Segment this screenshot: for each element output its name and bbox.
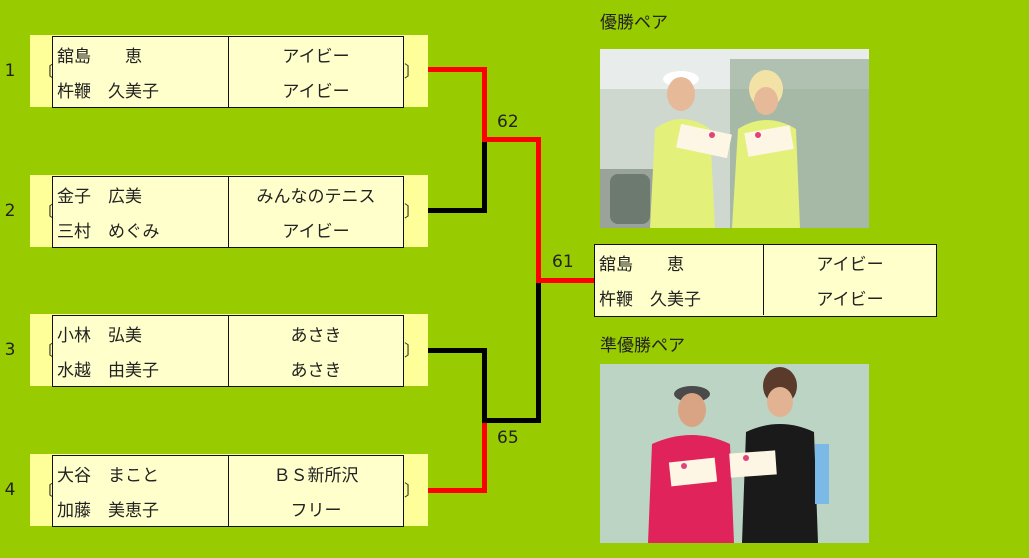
entry-box-1: 舘島 恵 アイビー 杵鞭 久美子 アイビー <box>52 36 404 108</box>
club-name: アイビー <box>282 47 350 67</box>
bracket-line-2-horizontal <box>428 208 487 213</box>
close-bracket-2: 〕 <box>404 202 421 221</box>
seed-number-3: 3 <box>4 340 16 360</box>
seed-number-2: 2 <box>4 201 16 221</box>
entry-box-2: 金子 広美 みんなのテニス 三村 めぐみ アイビー <box>52 176 404 248</box>
final-line-top-horizontal <box>482 137 541 142</box>
bracket-line-3-vertical <box>482 348 487 421</box>
semifinal-1-score: 62 <box>497 112 519 132</box>
champion-photo <box>600 49 869 228</box>
winner-box: 舘島 恵 アイビー 杵鞭 久美子 アイビー <box>594 244 937 317</box>
club-name: フリー <box>290 501 342 521</box>
open-bracket-1: 〔 <box>38 62 55 81</box>
bracket-line-2-vertical <box>482 140 487 213</box>
club-name: みんなのテニス <box>256 187 376 207</box>
semifinal-2-score: 65 <box>497 428 519 448</box>
final-line-to-winner <box>536 278 596 283</box>
close-bracket-3: 〕 <box>404 341 421 360</box>
seed-number-4: 4 <box>4 480 16 500</box>
close-bracket-1: 〕 <box>404 62 421 81</box>
bracket-line-1-horizontal <box>428 67 487 72</box>
player-name: 舘島 恵 <box>53 37 229 72</box>
final-line-top-vertical <box>536 137 541 283</box>
final-line-bottom-horizontal <box>482 418 541 423</box>
entry-box-3: 小林 弘美 あさき 水越 由美子 あさき <box>52 315 404 387</box>
club-name: ＢＳ新所沢 <box>273 466 359 486</box>
open-bracket-2: 〔 <box>38 202 55 221</box>
bracket-line-4-horizontal <box>428 488 487 493</box>
champion-caption: 優勝ペア <box>600 13 668 33</box>
club-name: アイビー <box>282 82 350 102</box>
player-name: 加藤 美恵子 <box>53 491 229 526</box>
player-name: 小林 弘美 <box>53 316 229 351</box>
open-bracket-3: 〔 <box>38 341 55 360</box>
final-score: 61 <box>552 252 574 272</box>
winner-club-name: アイビー <box>816 255 884 275</box>
runner-up-caption: 準優勝ペア <box>600 336 685 356</box>
final-line-bottom-vertical <box>536 280 541 423</box>
close-bracket-4: 〕 <box>404 481 421 500</box>
player-name: 水越 由美子 <box>53 351 229 386</box>
runner-up-photo <box>600 364 869 543</box>
club-name: あさき <box>290 326 342 346</box>
player-name: 金子 広美 <box>53 177 229 212</box>
player-name: 三村 めぐみ <box>53 212 229 247</box>
winner-club-name: アイビー <box>816 290 884 310</box>
seed-number-1: 1 <box>4 61 16 81</box>
bracket-line-3-horizontal <box>428 348 487 353</box>
winner-player-name: 舘島 恵 <box>595 245 764 280</box>
bracket-line-1-vertical <box>482 67 487 141</box>
club-name: アイビー <box>282 222 350 242</box>
winner-player-name: 杵鞭 久美子 <box>595 280 764 315</box>
bracket-line-4-vertical <box>482 420 487 493</box>
open-bracket-4: 〔 <box>38 481 55 500</box>
club-name: あさき <box>290 361 342 381</box>
player-name: 杵鞭 久美子 <box>53 72 229 107</box>
entry-box-4: 大谷 まこと ＢＳ新所沢 加藤 美恵子 フリー <box>52 455 404 527</box>
player-name: 大谷 まこと <box>53 456 229 491</box>
